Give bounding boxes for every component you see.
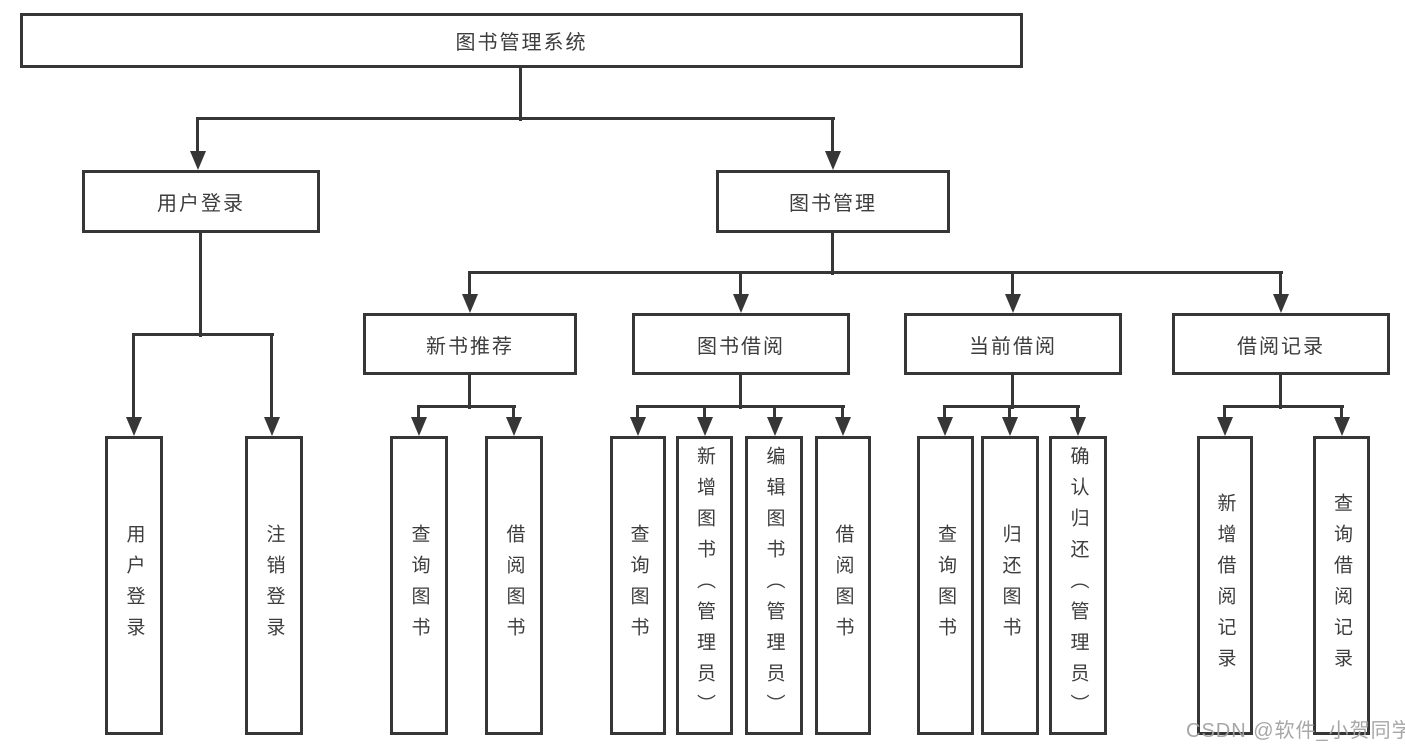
node-new-books-label: 新书推荐 <box>426 335 514 358</box>
node-book-mgmt-label: 图书管理 <box>789 193 877 215</box>
connector-arrow-shaft <box>196 119 199 160</box>
arrowhead-down-icon <box>126 417 142 436</box>
arrowhead-down-icon <box>462 294 478 313</box>
leaf-current-query: 查询图书 <box>917 436 974 735</box>
arrowhead-down-icon <box>1005 294 1021 313</box>
connector-rail <box>1223 405 1344 408</box>
leaf-logout: 注销登录 <box>245 436 303 735</box>
arrowhead-down-icon <box>264 417 280 436</box>
arrowhead-down-icon <box>630 417 646 436</box>
node-borrow-records-label: 借阅记录 <box>1237 335 1325 358</box>
node-current-borrow: 当前借阅 <box>904 313 1122 375</box>
arrowhead-down-icon <box>825 151 841 170</box>
node-new-books: 新书推荐 <box>363 313 577 375</box>
arrowhead-down-icon <box>767 417 783 436</box>
leaf-user-login: 用户登录 <box>105 436 163 735</box>
leaf-current-return-label: 归还图书 <box>999 523 1021 648</box>
connector-rail <box>636 405 845 408</box>
connector-stem <box>468 375 471 409</box>
connector-arrow-shaft <box>636 407 639 426</box>
leaf-newbooks-query-label: 查询图书 <box>408 523 430 648</box>
connector-stem <box>1011 375 1014 409</box>
connector-arrow-shaft <box>773 407 776 426</box>
node-book-borrow-label: 图书借阅 <box>697 335 785 358</box>
connector-arrow-shaft <box>132 335 135 426</box>
leaf-borrow-add-label: 新增图书（管理员） <box>694 446 715 725</box>
connector-rail <box>417 405 516 408</box>
connector-arrow-shaft <box>943 407 946 426</box>
connector-stem <box>831 233 834 275</box>
connector-rail <box>468 271 1283 274</box>
arrowhead-down-icon <box>835 417 851 436</box>
arrowhead-down-icon <box>937 417 953 436</box>
leaf-records-add-label: 新增借阅记录 <box>1214 492 1236 679</box>
leaf-newbooks-borrow: 借阅图书 <box>485 436 543 735</box>
connector-stem <box>199 233 202 337</box>
leaf-current-confirm: 确认归还（管理员） <box>1049 436 1107 735</box>
arrowhead-down-icon <box>411 417 427 436</box>
connector-arrow-shaft <box>1008 407 1011 426</box>
leaf-borrow-borrow: 借阅图书 <box>815 436 871 735</box>
node-root: 图书管理系统 <box>20 13 1023 68</box>
arrowhead-down-icon <box>1070 417 1086 436</box>
node-root-label: 图书管理系统 <box>455 32 588 54</box>
node-current-borrow-label: 当前借阅 <box>969 335 1057 358</box>
connector-arrow-shaft <box>270 335 273 426</box>
connector-stem <box>739 375 742 409</box>
leaf-borrow-query-label: 查询图书 <box>627 523 649 648</box>
leaf-borrow-query: 查询图书 <box>610 436 666 735</box>
connector-rail <box>196 117 835 120</box>
connector-arrow-shaft <box>1340 407 1343 426</box>
arrowhead-down-icon <box>1002 417 1018 436</box>
leaf-current-confirm-label: 确认归还（管理员） <box>1067 446 1089 725</box>
leaf-current-query-label: 查询图书 <box>935 523 956 648</box>
connector-rail <box>943 405 1080 408</box>
arrowhead-down-icon <box>1334 417 1350 436</box>
connector-arrow-shaft <box>417 407 420 426</box>
node-user-login: 用户登录 <box>82 170 320 233</box>
leaf-newbooks-query: 查询图书 <box>390 436 448 735</box>
leaf-borrow-borrow-label: 借阅图书 <box>832 523 854 648</box>
arrowhead-down-icon <box>733 294 749 313</box>
node-book-borrow: 图书借阅 <box>632 313 850 375</box>
connector-arrow-shaft <box>739 273 742 303</box>
leaf-records-query-label: 查询借阅记录 <box>1331 492 1352 679</box>
connector-arrow-shaft <box>1279 273 1282 303</box>
connector-rail <box>132 333 274 336</box>
leaf-borrow-add: 新增图书（管理员） <box>676 436 733 735</box>
arrowhead-down-icon <box>697 417 713 436</box>
node-book-mgmt: 图书管理 <box>716 170 950 233</box>
connector-arrow-shaft <box>468 273 471 303</box>
leaf-logout-label: 注销登录 <box>263 523 285 648</box>
connector-stem <box>519 68 522 121</box>
node-user-login-label: 用户登录 <box>157 193 245 215</box>
watermark: CSDN @软件_小贺同学 <box>1186 720 1405 742</box>
leaf-current-return: 归还图书 <box>981 436 1039 735</box>
leaf-borrow-edit: 编辑图书（管理员） <box>745 436 803 735</box>
connector-arrow-shaft <box>1223 407 1226 426</box>
connector-arrow-shaft <box>1011 273 1014 303</box>
connector-arrow-shaft <box>1076 407 1079 426</box>
arrowhead-down-icon <box>1273 294 1289 313</box>
connector-arrow-shaft <box>841 407 844 426</box>
leaf-user-login-label: 用户登录 <box>123 523 145 648</box>
arrowhead-down-icon <box>190 151 206 170</box>
arrowhead-down-icon <box>1217 417 1233 436</box>
arrowhead-down-icon <box>506 417 522 436</box>
leaf-records-add: 新增借阅记录 <box>1197 436 1253 735</box>
leaf-records-query: 查询借阅记录 <box>1313 436 1370 735</box>
connector-arrow-shaft <box>703 407 706 426</box>
node-borrow-records: 借阅记录 <box>1172 313 1390 375</box>
leaf-borrow-edit-label: 编辑图书（管理员） <box>763 446 785 725</box>
connector-arrow-shaft <box>831 119 834 160</box>
leaf-newbooks-borrow-label: 借阅图书 <box>503 523 525 648</box>
connector-stem <box>1279 375 1282 409</box>
connector-arrow-shaft <box>512 407 515 426</box>
